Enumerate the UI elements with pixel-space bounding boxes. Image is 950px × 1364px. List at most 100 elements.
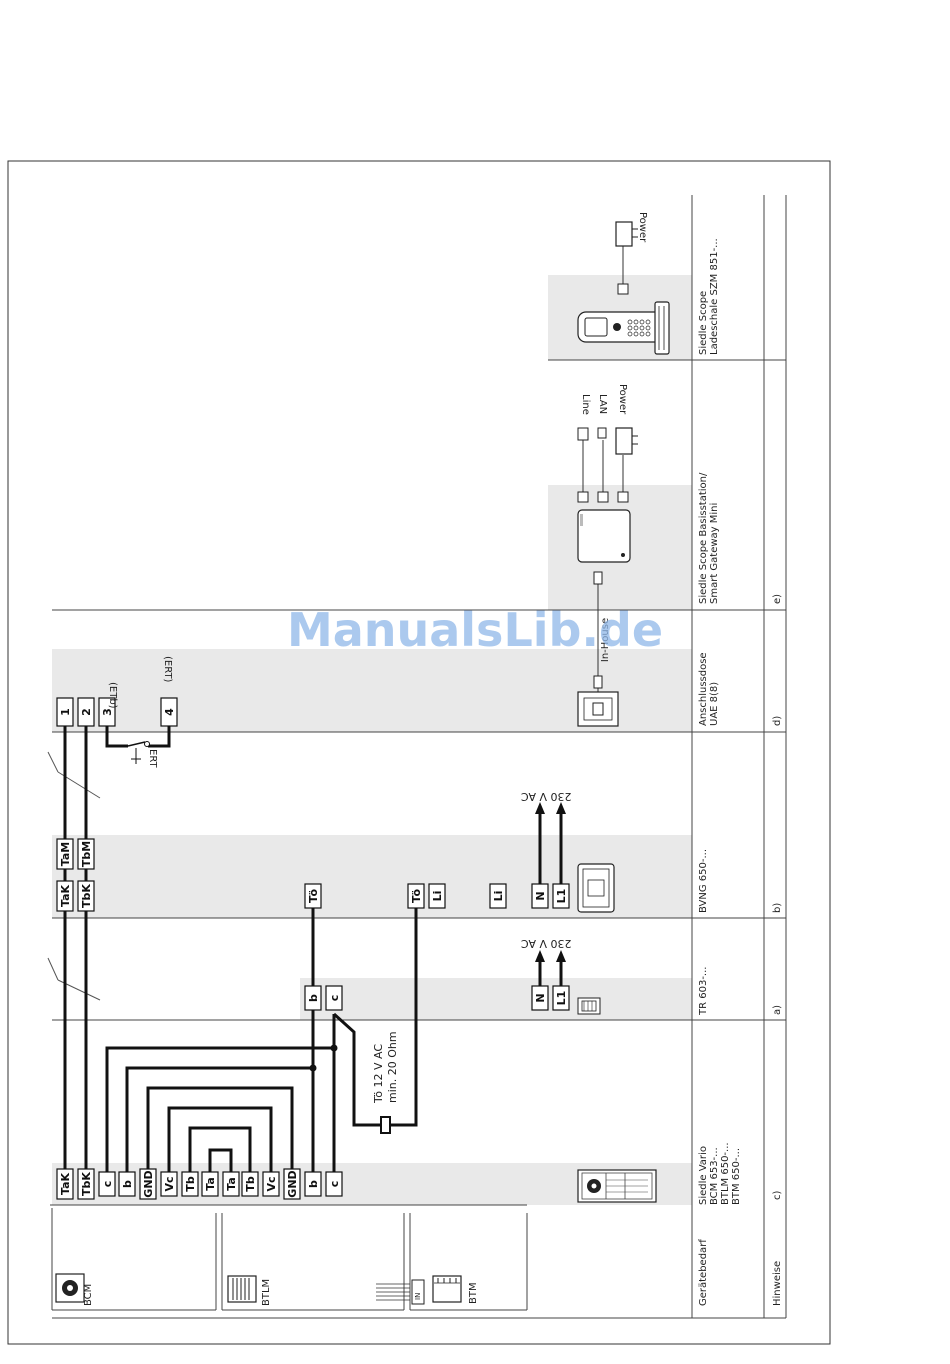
btlm-icon xyxy=(227,1275,257,1303)
terminal-label: c xyxy=(101,1181,114,1188)
etb-label: (ETb) xyxy=(107,682,118,709)
door-opener-icon xyxy=(380,1116,391,1134)
vario-name-3: BTLM 650-... xyxy=(720,1142,731,1205)
terminal-label: TaM xyxy=(59,842,72,866)
note-a: a) xyxy=(772,1005,783,1015)
terminal-box xyxy=(304,985,322,1011)
terminal-label: GND xyxy=(286,1170,299,1197)
bvng-device-icon xyxy=(577,863,615,913)
terminal-label: L1 xyxy=(555,889,568,904)
bcm-icon xyxy=(55,1273,85,1303)
terminal-box xyxy=(531,985,549,1011)
terminal-box xyxy=(428,883,446,909)
terminal-label: Tö xyxy=(307,889,320,903)
note-d: d) xyxy=(772,716,783,726)
terminal-box xyxy=(56,1168,74,1200)
note-b: b) xyxy=(772,903,783,913)
hinweise-label: Hinweise xyxy=(772,1261,783,1306)
cable-marker xyxy=(47,957,59,981)
terminal-label: Ta xyxy=(204,1177,217,1191)
terminal-label: Ta xyxy=(225,1177,238,1191)
ert-label: (ERT) xyxy=(162,656,173,683)
szm-name-2: Ladeschale SZM 851-... xyxy=(709,238,720,355)
terminal-box xyxy=(56,697,74,727)
charging-cradle-icon xyxy=(654,301,670,355)
terminal-box xyxy=(98,1171,116,1197)
terminal-box xyxy=(531,883,549,909)
terminal-box xyxy=(241,1171,259,1197)
power-adapter-icon xyxy=(615,427,638,455)
terminal-box xyxy=(201,1171,219,1197)
note-e: e) xyxy=(772,594,783,604)
cradle-power-adapter-icon xyxy=(615,221,638,247)
line-port-icon xyxy=(577,491,589,503)
terminal-label: GND xyxy=(142,1170,155,1197)
terminal-box xyxy=(325,985,343,1011)
wiring xyxy=(63,720,563,1172)
junction-dot xyxy=(330,1044,338,1052)
terminal-label: 3 xyxy=(101,708,114,716)
voltage-label-tr: 230 V AC xyxy=(521,937,572,950)
scope-handset-icon xyxy=(577,311,669,343)
terminal-label: Vc xyxy=(265,1176,278,1191)
power-port-icon xyxy=(617,491,629,503)
terminal-box xyxy=(407,883,425,909)
terminal-box xyxy=(325,1171,343,1197)
terminal-box xyxy=(77,880,95,912)
lan-port-icon xyxy=(597,491,609,503)
terminal-label: 1 xyxy=(59,708,72,716)
terminal-label: b xyxy=(307,1180,320,1188)
scope-name-2: Smart Gateway Mini xyxy=(709,503,720,604)
terminal-label: Li xyxy=(492,891,505,902)
vario-name-1: Siedle Vario xyxy=(698,1146,709,1205)
terminal-label: Li xyxy=(431,891,444,902)
bvng-name: BVNG 650-... xyxy=(698,849,709,913)
voltage-label-bvng: 230 V AC xyxy=(521,790,572,803)
terminal-label: TaK xyxy=(59,1173,72,1196)
terminal-label: Vc xyxy=(163,1176,176,1191)
terminal-box xyxy=(283,1168,301,1200)
terminal-label: c xyxy=(328,995,341,1002)
ert-switch xyxy=(127,741,146,747)
diagram-frame xyxy=(7,160,831,1345)
uae-name-1: Anschlussdose xyxy=(698,652,709,726)
terminal-label: Tb xyxy=(244,1176,257,1192)
terminal-label: Tb xyxy=(184,1176,197,1192)
terminal-label: Tö xyxy=(410,889,423,903)
scope-base-station-icon xyxy=(577,509,631,563)
terminal-box xyxy=(552,985,570,1011)
ert-switch-label: ERT xyxy=(147,749,158,769)
geraetebedarf-label: Gerätebedarf xyxy=(698,1239,709,1306)
vario-device-icon xyxy=(577,1169,657,1203)
line-plug-icon xyxy=(577,427,589,441)
terminal-box xyxy=(56,838,74,870)
arrow-up-icon xyxy=(535,950,545,962)
junction-dot xyxy=(309,1064,317,1072)
terminal-label: 4 xyxy=(163,708,176,716)
btm-icon xyxy=(432,1275,462,1303)
watermark: ManualsLib.de xyxy=(287,603,663,657)
terminal-box xyxy=(139,1168,157,1200)
terminal-label: 2 xyxy=(80,708,93,716)
in-house-label: In-House xyxy=(600,618,611,662)
terminal-box xyxy=(77,838,95,870)
cable-marker xyxy=(47,751,59,773)
ert-switch-contact xyxy=(144,741,150,747)
terminal-box xyxy=(552,883,570,909)
note-c: c) xyxy=(772,1191,783,1200)
szm-name-1: Siedle Scope xyxy=(698,291,709,355)
terminal-label: c xyxy=(328,1181,341,1188)
power-label-2: Power xyxy=(637,212,648,243)
line-label: Line xyxy=(580,394,591,415)
plug-icon xyxy=(593,675,603,689)
terminal-label: TaK xyxy=(59,885,72,908)
terminal-label: b xyxy=(121,1180,134,1188)
arrow-up-icon xyxy=(556,950,566,962)
terminal-box xyxy=(160,697,178,727)
terminal-label: b xyxy=(307,994,320,1002)
terminal-label: TbK xyxy=(80,1172,93,1196)
